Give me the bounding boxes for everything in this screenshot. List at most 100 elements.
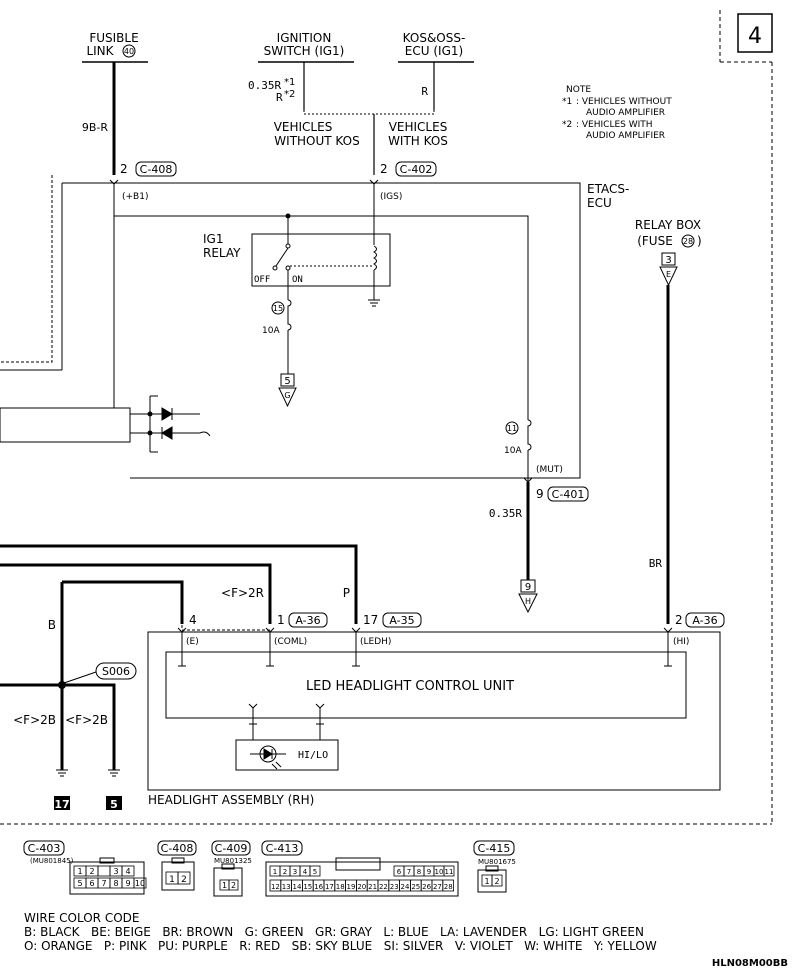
c408-pin: 2 xyxy=(120,162,128,176)
c402-callout: C-402 xyxy=(400,163,433,176)
etacs-mut: (MUT) xyxy=(536,465,563,475)
a35-pin: 17 xyxy=(363,613,378,627)
wire-label-kos-r: R xyxy=(421,85,428,98)
c403-top-pin-1: 1 xyxy=(77,867,82,876)
term9-number: 9 xyxy=(525,582,531,593)
vehicle-split-bracket xyxy=(303,110,435,115)
a35-callout-box xyxy=(382,612,422,628)
term5-letter: G xyxy=(284,391,290,400)
ig1-relay-label-2: RELAY xyxy=(203,246,241,260)
a36-pin1: 1 xyxy=(277,613,285,627)
splice-leader xyxy=(63,671,97,684)
fuse11-symbol xyxy=(527,419,532,451)
ground-17-number: 17 xyxy=(54,798,69,811)
kos-ecu-label-2: ECU (IG1) xyxy=(405,44,463,58)
ground-17-box xyxy=(54,796,70,810)
pin-label-coml: (COML) xyxy=(274,637,307,647)
page-number-box xyxy=(737,13,773,53)
wire-color-code-line-2: O: ORANGE P: PINK PU: PURPLE R: RED SB: … xyxy=(24,939,657,953)
pin-label-hi: (HI) xyxy=(673,637,689,647)
wire-ground-5 xyxy=(0,683,116,770)
c403-top-pin-4: 4 xyxy=(125,867,130,876)
ig1-relay-box xyxy=(251,233,391,287)
fuse15-symbol xyxy=(287,299,292,331)
c403-top-pin-2: 2 xyxy=(89,867,94,876)
splice-s006-label: S006 xyxy=(102,665,130,678)
wire-label-br: BR xyxy=(649,557,663,570)
wire-label-f2r: <F>2R xyxy=(221,586,264,600)
wire-label-p: P xyxy=(343,586,350,600)
fusible-link-label-2: LINK xyxy=(86,44,114,58)
a36-callout-box-2 xyxy=(685,612,725,628)
relay-box-label-close: ) xyxy=(697,234,702,248)
note-2-a: : VEHICLES WITH xyxy=(576,120,653,130)
c402-pin: 2 xyxy=(380,162,388,176)
headlight-assembly-box xyxy=(147,631,721,791)
wire-label-9b-r: 9B-R xyxy=(82,121,109,134)
fusible-link-number-circle xyxy=(122,44,136,58)
c402-callout-box xyxy=(395,161,437,177)
c413-top-left-pin-1: 1 xyxy=(273,868,277,876)
note-2-b: AUDIO AMPLIFIER xyxy=(586,131,665,141)
c408-callout-box xyxy=(135,161,177,177)
term5-arrow xyxy=(278,387,297,408)
ignition-switch-label-1: IGNITION xyxy=(277,31,332,45)
c413-bottom-pin-15: 15 xyxy=(303,883,312,891)
fuse15-number: 15 xyxy=(273,304,283,313)
internal-mut-wire xyxy=(114,215,529,420)
relay-box-label-1: RELAY BOX xyxy=(635,218,701,232)
c413-bottom-pin-27: 27 xyxy=(433,883,442,891)
vehicles-with-kos-2: WITH KOS xyxy=(388,134,448,148)
led-control-unit-box xyxy=(165,651,687,719)
c408-pin-2: 2 xyxy=(181,875,187,885)
fuse11-amp: 10A xyxy=(504,446,522,456)
wire-color-code-title: WIRE COLOR CODE xyxy=(24,911,139,925)
c403-bottom-pin-6: 6 xyxy=(89,879,94,888)
relay-box-letter: E xyxy=(666,270,671,279)
c403-bottom-pin-5: 5 xyxy=(77,879,82,888)
a35-callout: A-35 xyxy=(389,614,414,627)
wire-p-ledh xyxy=(0,544,358,624)
c413-bottom-pin-20: 20 xyxy=(357,883,366,891)
c408-callout: C-408 xyxy=(140,163,173,176)
relay-box-term-box xyxy=(661,252,676,266)
etacs-label-line1: ETACS- xyxy=(587,182,629,196)
note-1-mark: *1 xyxy=(562,97,572,107)
c409-cell xyxy=(228,879,239,891)
a36-callout-box-1 xyxy=(288,612,328,628)
c409-pin-2: 2 xyxy=(231,881,236,890)
c413-bottom-pin-24: 24 xyxy=(401,883,410,891)
c401-callout: C-401 xyxy=(552,488,585,501)
c401-callout-box xyxy=(547,486,589,502)
c401-pin: 9 xyxy=(536,487,544,501)
led-icon xyxy=(250,745,286,770)
c403-top-cell xyxy=(97,865,111,877)
wire-label-b: B xyxy=(48,618,56,632)
ground-5-box xyxy=(106,796,122,810)
c413-bottom-pin-23: 23 xyxy=(390,883,399,891)
a36-callout-1: A-36 xyxy=(295,614,320,627)
star1-mark: *1 xyxy=(284,77,295,88)
c409-view-label: C-409 xyxy=(215,842,248,855)
relay-coil xyxy=(373,245,377,271)
ground-icon-5 xyxy=(108,769,120,777)
etacs-label-line2: ECU xyxy=(587,196,612,210)
relay-box-arrow xyxy=(659,266,678,287)
c413-top-right-pin-8: 8 xyxy=(417,868,421,876)
c409-pin-1: 1 xyxy=(222,881,227,890)
wire-label-mut-035r: 0.35R xyxy=(489,507,522,520)
c403-bottom-cell xyxy=(133,877,147,889)
term5-number: 5 xyxy=(284,376,290,387)
star2-mark: *2 xyxy=(284,89,295,100)
c413-bottom-pin-12: 12 xyxy=(271,883,280,891)
wire-b-e xyxy=(62,580,184,624)
c403-top-cell xyxy=(121,865,135,877)
c413-bottom-pin-26: 26 xyxy=(422,883,431,891)
c408-cell xyxy=(177,871,191,885)
c413-top-right-cell xyxy=(443,865,455,877)
term9-arrow xyxy=(518,593,538,614)
c413-top-left-cell xyxy=(309,865,321,877)
c409-part: MU801325 xyxy=(214,857,252,865)
